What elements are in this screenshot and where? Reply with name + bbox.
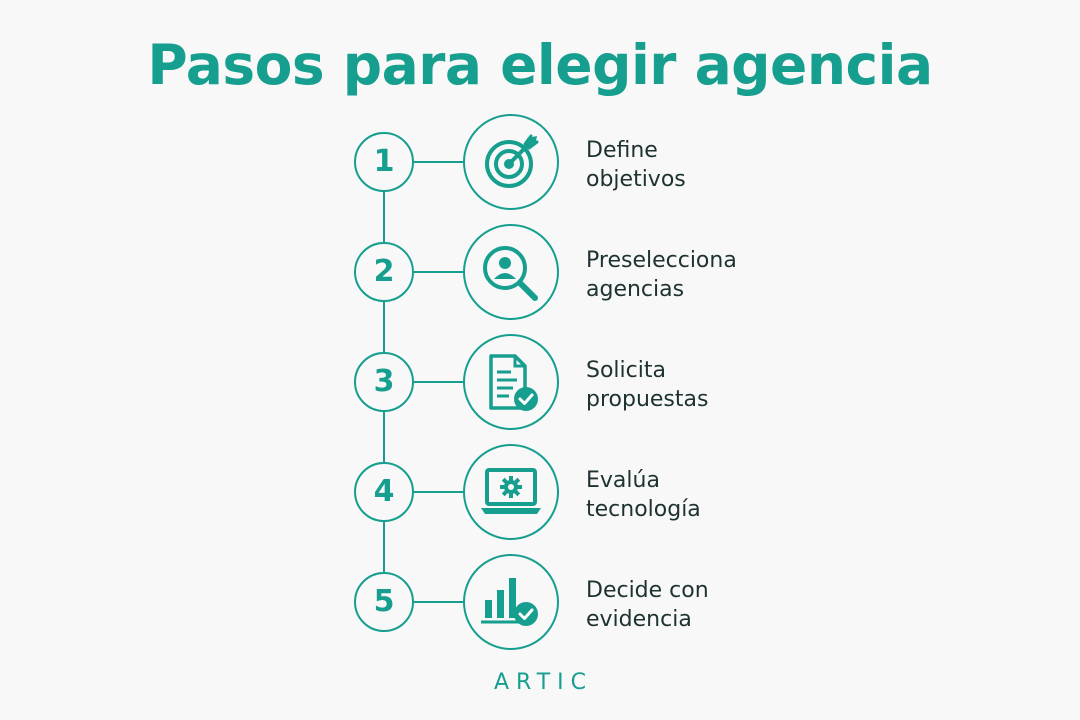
- step-label-line2: objetivos: [586, 167, 686, 192]
- step-label: Preselecciona agencias: [586, 246, 737, 304]
- step-label: Decide con evidencia: [586, 576, 709, 634]
- bar-chart-check-icon: [463, 554, 559, 650]
- page-title: Pasos para elegir agencia: [147, 33, 933, 97]
- step-label-line2: agencias: [586, 277, 685, 302]
- step-label: Solicita propuestas: [586, 356, 708, 414]
- step-label: Define objetivos: [586, 136, 686, 194]
- step-label-line2: propuestas: [586, 387, 709, 412]
- step-label-line1: Evalúa: [586, 468, 660, 493]
- step-number-circle: 1: [354, 132, 414, 192]
- magnifier-person-icon: [463, 224, 559, 320]
- step-number: 2: [373, 254, 395, 289]
- brand-logo: ARTIC: [493, 670, 594, 695]
- step-label: Evalúa tecnología: [586, 466, 701, 524]
- laptop-gear-icon: [463, 444, 559, 540]
- step-label-line1: Preselecciona: [586, 248, 737, 273]
- step-number: 3: [373, 364, 395, 399]
- step-label-line1: Define: [586, 138, 658, 163]
- step-number-circle: 3: [354, 352, 414, 412]
- target-icon: [463, 114, 559, 210]
- step-number-circle: 4: [354, 462, 414, 522]
- step-number-circle: 5: [354, 572, 414, 632]
- document-check-icon: [463, 334, 559, 430]
- step-label-line2: tecnología: [586, 497, 701, 522]
- step-number: 1: [373, 144, 395, 179]
- step-number: 4: [373, 474, 395, 509]
- step-label-line2: evidencia: [586, 607, 692, 632]
- step-number: 5: [373, 584, 395, 619]
- step-label-line1: Solicita: [586, 358, 666, 383]
- step-label-line1: Decide con: [586, 578, 709, 603]
- step-number-circle: 2: [354, 242, 414, 302]
